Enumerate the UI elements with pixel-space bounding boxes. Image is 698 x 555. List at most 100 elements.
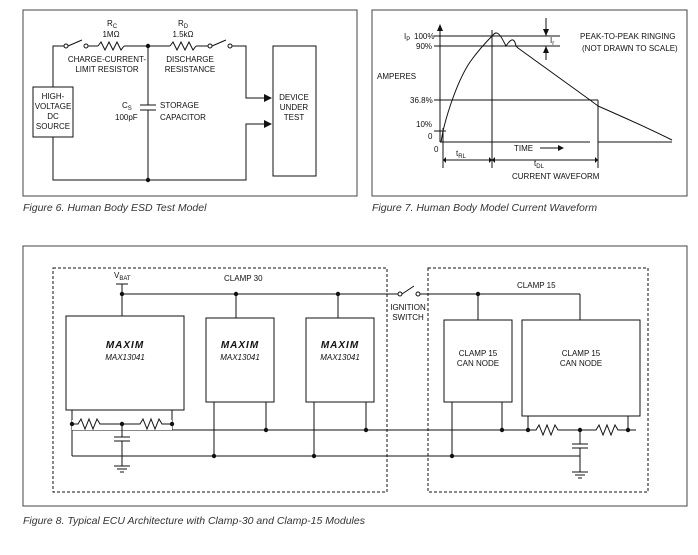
can2-term-mask [530, 424, 626, 434]
tick-10: 10% [416, 120, 432, 129]
figure-7-current-waveform: IP 100% 90% 36.8% 10% 0 0 AMPERES Ir PEA… [371, 9, 688, 214]
ringing-arrow-up [543, 46, 549, 53]
cs-label: CS [122, 101, 132, 112]
can2-term-resistor-right [590, 423, 628, 437]
charge-resistor-label-1: CHARGE-CURRENT- [68, 55, 147, 64]
clamp-15-region [427, 267, 649, 493]
y-axis-arrow [437, 24, 443, 31]
can2-junction-right [625, 427, 631, 433]
hv-source-line-2: VOLTAGE [35, 102, 72, 111]
ringing-label-2: (NOT DRAWN TO SCALE) [582, 44, 678, 53]
ir-label: Ir [550, 36, 554, 47]
switch-1-contact-b [83, 43, 89, 49]
can2-junction-left [525, 427, 531, 433]
max13041-module-3 [305, 317, 375, 403]
storage-label-2: CAPACITOR [160, 113, 206, 122]
max13041-module-2 [205, 317, 275, 403]
max13041-module-1 [65, 315, 185, 411]
storage-label-1: STORAGE [160, 101, 199, 110]
ignition-contact-a [397, 291, 403, 297]
mod3-junction-low [311, 453, 317, 459]
switch-1-contact-a [63, 43, 69, 49]
tick-0-y: 0 [428, 132, 433, 141]
current-waveform-label: CURRENT WAVEFORM [512, 172, 600, 181]
mod2-junction-low [211, 453, 217, 459]
tdl-arrow-right [595, 157, 598, 163]
ignition-contact-b [415, 291, 421, 297]
clamp15-can-node-2 [521, 319, 641, 417]
rd-value: 1.5kΩ [172, 30, 193, 39]
can1-junction-high [499, 427, 505, 433]
tick-368: 36.8% [410, 96, 433, 105]
clamp-30-region [52, 267, 388, 493]
switch-2-lever [211, 39, 227, 47]
current-waveform-curve [440, 32, 673, 143]
figure-6-frame [22, 9, 358, 197]
vbat-label: VBAT [114, 271, 131, 282]
clamp15-can-node-1 [443, 319, 513, 403]
switch-2-contact-b [227, 43, 233, 49]
rc-resistor [97, 40, 125, 52]
can-node-1-line-2: CAN NODE [457, 359, 499, 368]
can-node-1-line-1: CLAMP 15 [459, 349, 498, 358]
clamp-30-label: CLAMP 30 [224, 274, 263, 283]
maxim-logo-3: MAXIM [321, 340, 359, 351]
discharge-label-2: RESISTANCE [165, 65, 216, 74]
part-number-2: MAX13041 [220, 353, 260, 362]
clamp-15-label: CLAMP 15 [517, 281, 556, 290]
ringing-arrow-down [543, 29, 549, 36]
bottom-return-wire [52, 123, 264, 181]
tick-0-x: 0 [434, 145, 439, 154]
trl-arrow-left [443, 157, 446, 163]
ignition-label-1: IGNITION [390, 303, 426, 312]
ignition-label-2: SWITCH [392, 313, 424, 322]
part-number-1: MAX13041 [105, 353, 145, 362]
tdl-label: tDL [534, 159, 545, 170]
figure-8-ecu-architecture: VBAT IGNITION SWITCH CLAMP 30 CLAMP 15 M… [22, 245, 688, 527]
dut-line-1: DEVICE [279, 93, 309, 102]
mod1-junction-left [69, 421, 75, 427]
mod2-junction-high [263, 427, 269, 433]
mod1-term-resistor-left [72, 417, 112, 431]
can-node-2-line-1: CLAMP 15 [562, 349, 601, 358]
rc-value: 1MΩ [102, 30, 119, 39]
arrow-dut-top [264, 94, 272, 102]
device-under-test-box [272, 45, 317, 177]
hv-source-line-4: SOURCE [36, 122, 70, 131]
ignition-lever [401, 285, 415, 295]
maxim-logo-1: MAXIM [106, 340, 144, 351]
switch-2-contact-a [207, 43, 213, 49]
dut-line-3: TEST [284, 113, 305, 122]
discharge-label-1: DISCHARGE [166, 55, 214, 64]
dut-line-2: UNDER [280, 103, 309, 112]
time-label: TIME [514, 144, 533, 153]
mod1-junction-right [169, 421, 175, 427]
tick-90: 90% [416, 42, 432, 51]
figure-8-caption: Figure 8. Typical ECU Architecture with … [23, 515, 366, 527]
arrow-dut-bottom [264, 120, 272, 128]
part-number-3: MAX13041 [320, 353, 360, 362]
mod3-junction-high [363, 427, 369, 433]
time-arrow-head [558, 145, 564, 151]
figure-6-caption: Figure 6. Human Body ESD Test Model [23, 202, 207, 214]
ringing-label-1: PEAK-TO-PEAK RINGING [580, 32, 675, 41]
tdl-arrow-left [492, 157, 495, 163]
figure-8-frame [22, 245, 688, 507]
trl-arrow-right [489, 157, 492, 163]
rc-label: RC [107, 19, 118, 30]
figure-7-frame [371, 9, 688, 197]
tick-100: 100% [414, 32, 434, 41]
figure-7-caption: Figure 7. Human Body Model Current Wavef… [372, 202, 597, 214]
wire-to-dut-top [232, 45, 264, 99]
junction-vbat [119, 291, 125, 297]
can1-junction-low [449, 453, 455, 459]
ip-label: IP [404, 32, 410, 43]
maxim-logo-2: MAXIM [221, 340, 259, 351]
cs-value: 100pF [115, 113, 138, 122]
source-top-wire [52, 45, 64, 87]
switch-1-lever [67, 39, 83, 47]
trl-label: tRL [456, 149, 467, 160]
hv-source-line-1: HIGH- [42, 92, 65, 101]
rd-label: RD [178, 19, 189, 30]
mod1-term-resistor-right [134, 417, 172, 431]
